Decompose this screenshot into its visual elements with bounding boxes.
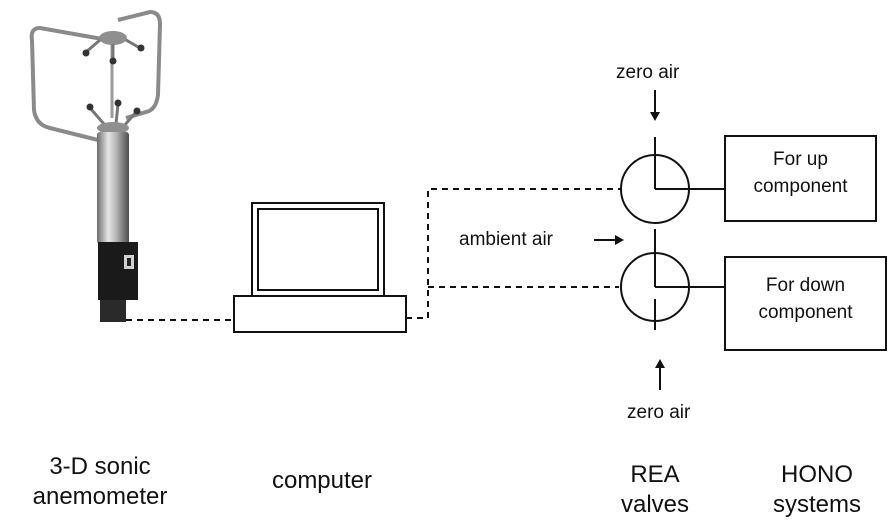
box-down-line2: component xyxy=(758,302,853,323)
zero-air-bottom-label: zero air xyxy=(627,402,691,423)
computer-base xyxy=(233,295,407,333)
box-up-line1: For up xyxy=(773,149,828,170)
caption-rea-line1: REA xyxy=(630,461,680,488)
caption-hono-line2: systems xyxy=(772,491,861,518)
ambient-air-label: ambient air xyxy=(459,229,553,250)
signal-lines xyxy=(126,188,621,321)
caption-anemometer: 3-D sonic anemometer xyxy=(0,452,200,512)
zero-air-top-label: zero air xyxy=(616,62,680,83)
computer-screen xyxy=(257,208,379,291)
box-up-text: For up component xyxy=(725,146,876,200)
box-down-line1: For down xyxy=(765,275,846,296)
anemometer-illustration xyxy=(29,9,163,322)
computer-to-valve-up-line xyxy=(406,188,621,319)
caption-hono-systems: HONO systems xyxy=(752,460,882,520)
caption-anemometer-line2: anemometer xyxy=(32,483,168,510)
hono-boxes xyxy=(724,135,887,351)
caption-anemometer-line1: 3-D sonic xyxy=(49,453,151,480)
box-up-line2: component xyxy=(753,176,848,197)
caption-rea-valves: REA valves xyxy=(600,460,710,520)
caption-rea-line2: valves xyxy=(620,491,690,518)
caption-hono-line1: HONO xyxy=(781,461,853,488)
box-down-text: For down component xyxy=(725,272,886,326)
computer-illustration xyxy=(233,202,407,333)
rea-valves xyxy=(620,137,725,330)
arrows xyxy=(594,90,665,390)
box-up-component xyxy=(724,135,877,222)
caption-computer: computer xyxy=(271,467,373,494)
box-down-component xyxy=(724,256,887,351)
